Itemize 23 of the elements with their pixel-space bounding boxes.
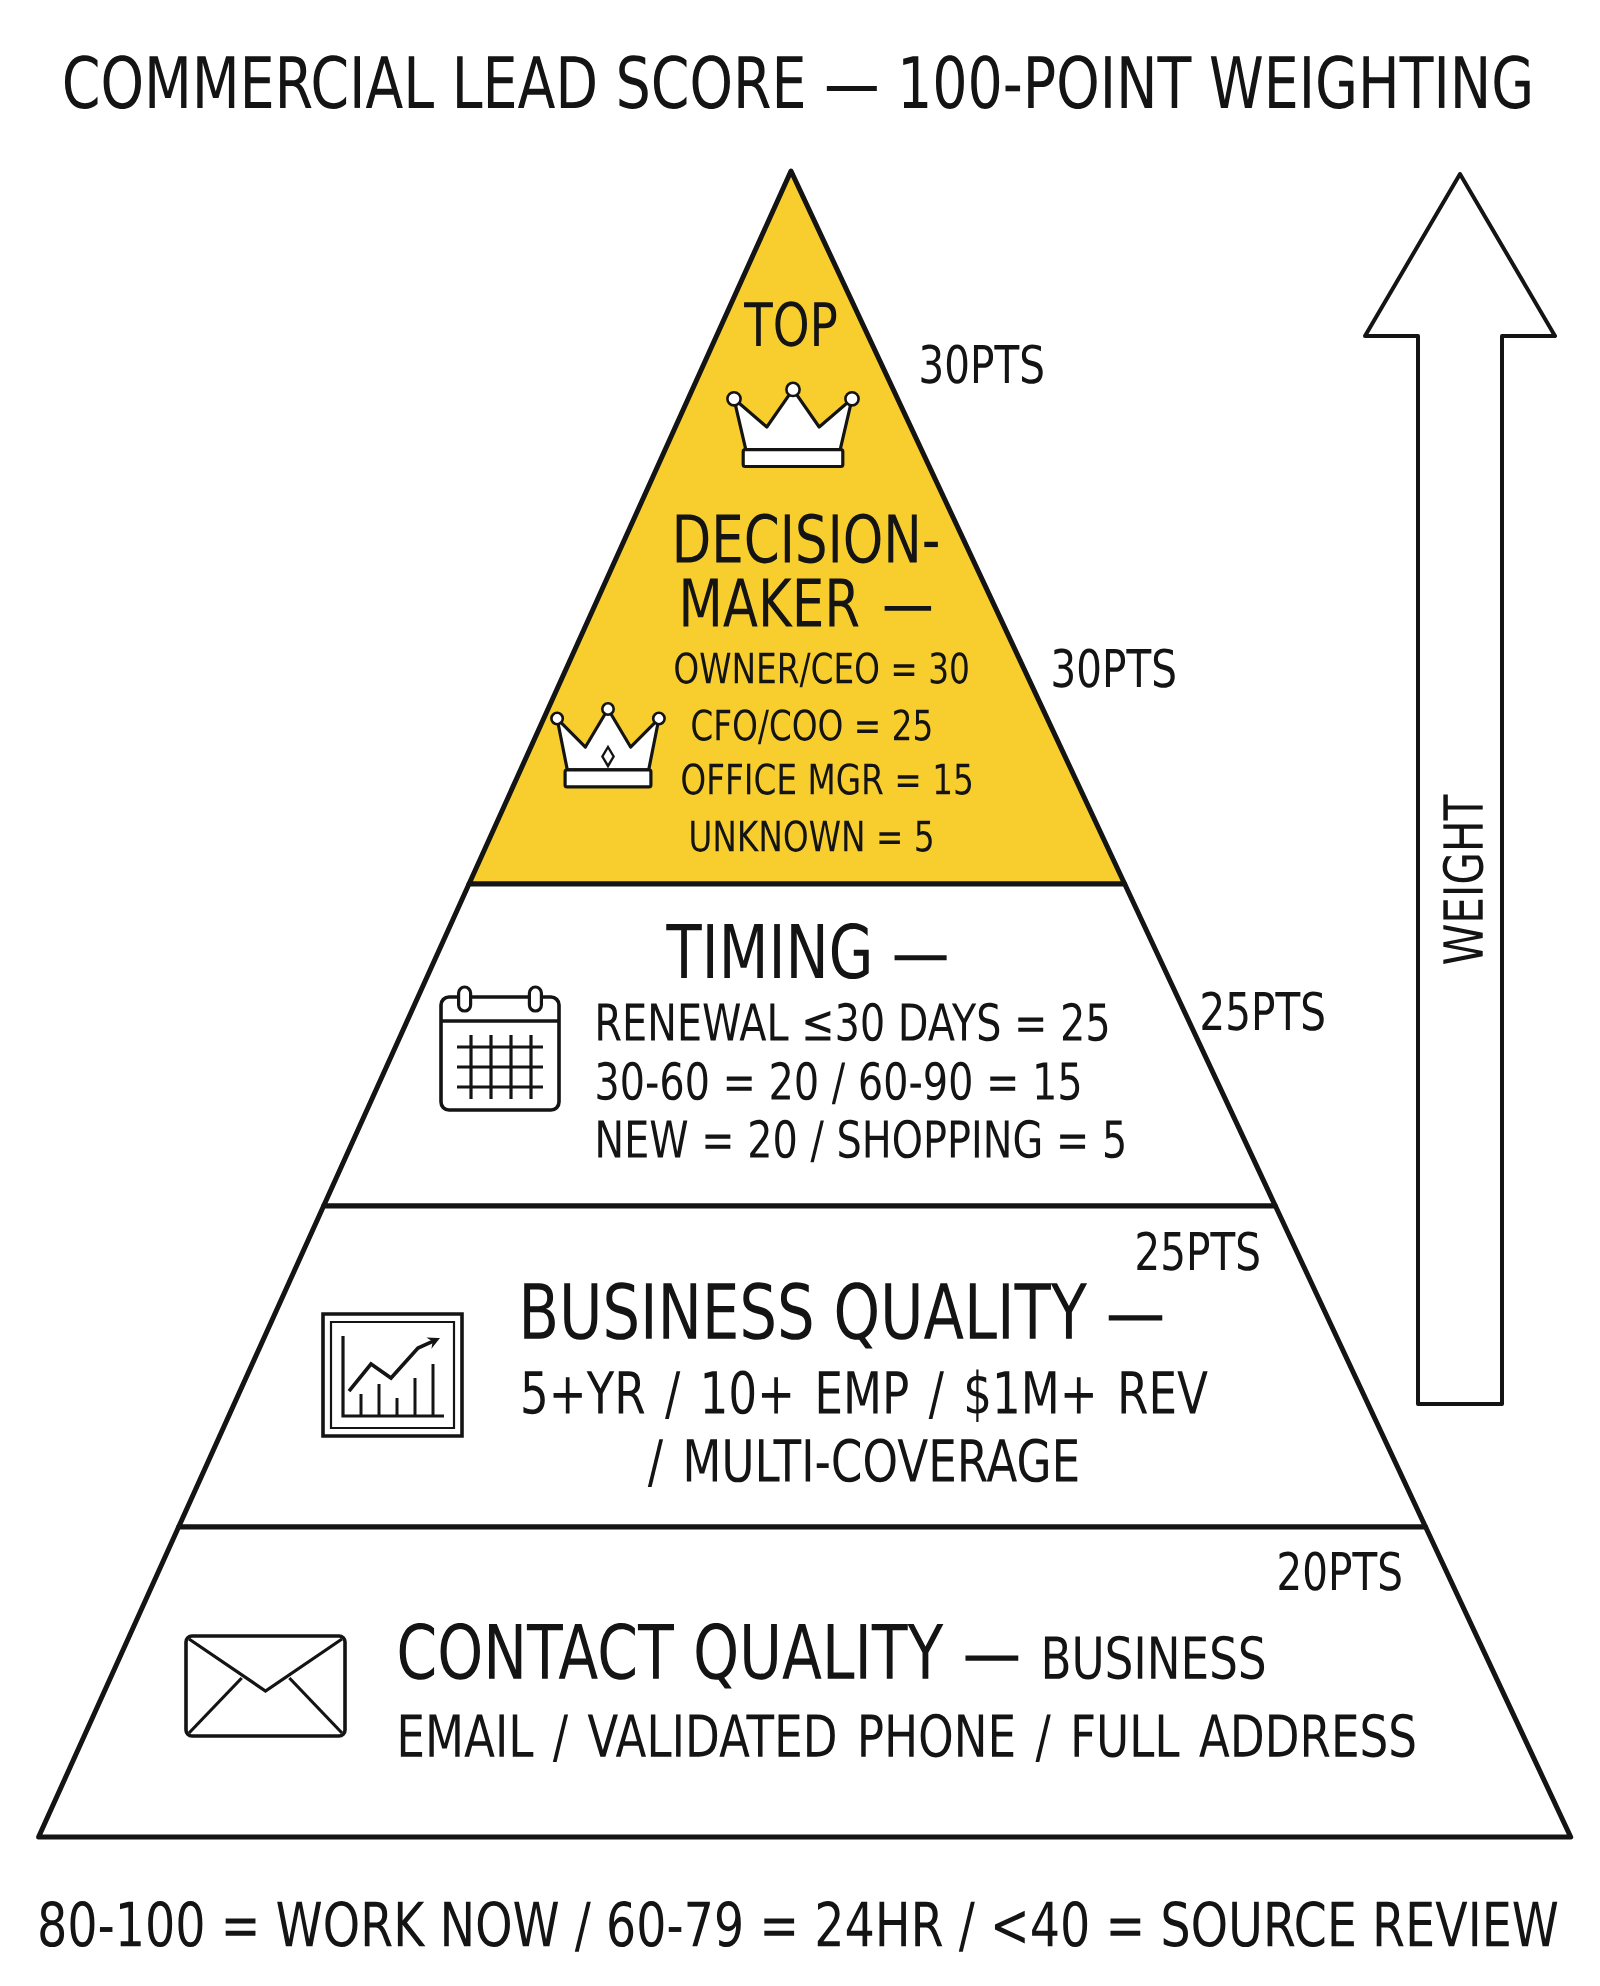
points-label: 30PTS [1053,648,1175,688]
score-item: CFO/COO = 25 [692,709,931,745]
tier-heading: DECISION- MAKER — [676,513,938,627]
points-label: 25PTS [1137,1231,1259,1271]
score-item: OWNER/CEO = 30 [675,652,968,688]
arrow-label: WEIGHT [1442,794,1484,964]
criteria-text: 5+YR / 10+ EMP / $1M+ REV / MULTI-COVERAGE [523,1369,1208,1487]
title: COMMERCIAL LEAD SCORE — 100-POINT WEIGHTING [64,55,1530,109]
score-item: UNKNOWN = 5 [691,820,932,852]
points-label: 25PTS [1202,991,1324,1031]
score-item: NEW = 20 / SHOPPING = 5 [598,1119,1124,1163]
points-label: 30PTS [921,344,1043,384]
score-item: OFFICE MGR = 15 [682,763,971,795]
up-arrow [1363,172,1557,1406]
pyramid-tier [36,1524,1574,1840]
tier-heading: BUSINESS QUALITY — [524,1282,1163,1349]
score-item: RENEWAL ≤30 DAYS = 25 [598,1002,1108,1042]
tier-heading: TOP [744,301,837,347]
criteria-text: CONTACT QUALITY — BUSINESS EMAIL / VALIDATED PHONE / FULL ADDRESS [399,1623,1415,1763]
points-label: 20PTS [1279,1551,1401,1591]
score-note: 80-100 = WORK NOW / 60-79 = 24HR / <40 = SOURCE REVIEW [40,1900,1558,1952]
tier-heading: TIMING — [666,923,947,980]
score-item: 30-60 = 20 / 60-90 = 15 [597,1061,1080,1105]
